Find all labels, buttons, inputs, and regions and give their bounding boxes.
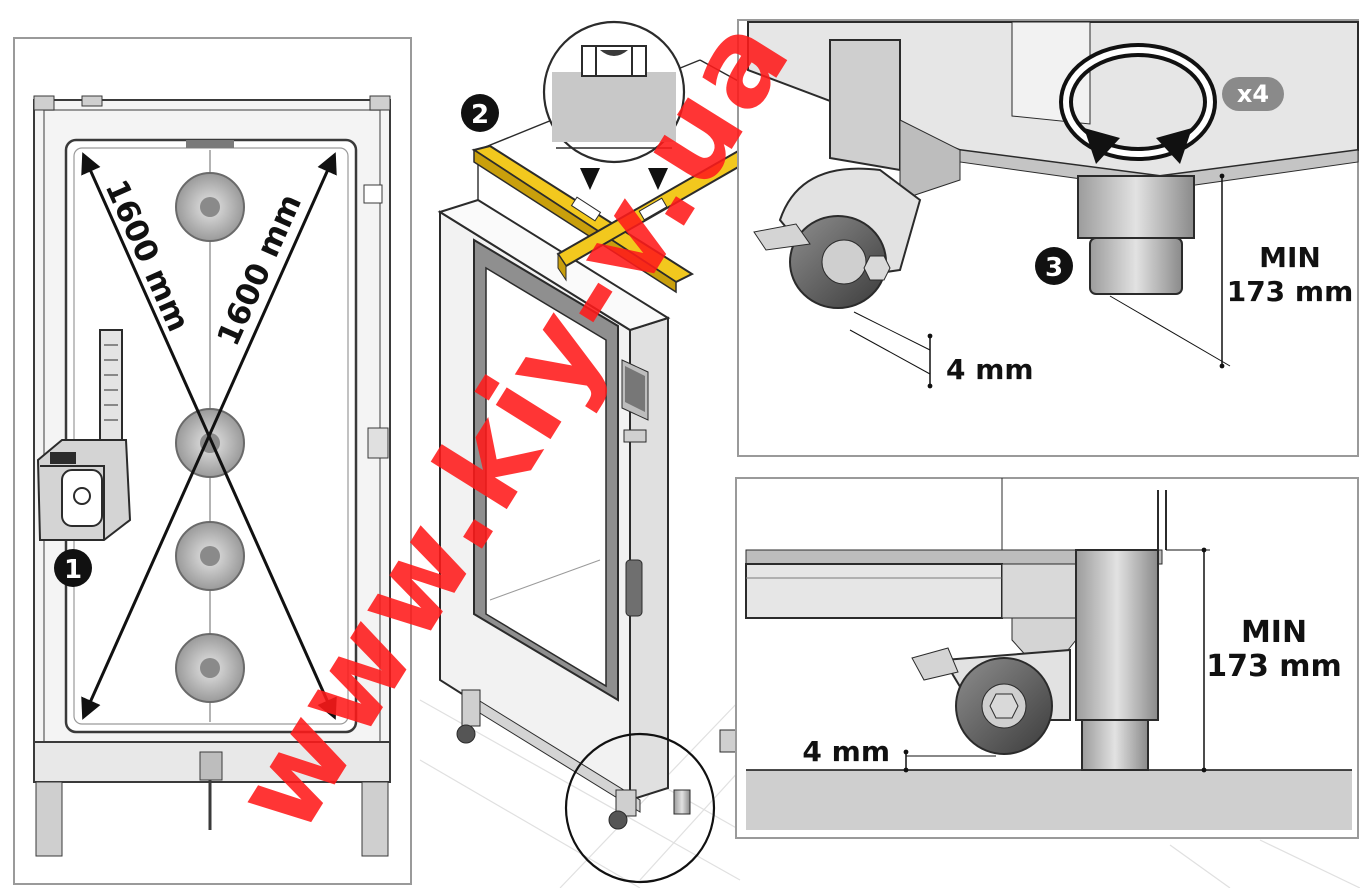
svg-text:3: 3 xyxy=(1045,253,1063,283)
measuring-tape-icon xyxy=(36,329,132,541)
fan-icon xyxy=(175,172,245,242)
panel-diagonal-check: 1600 mm 1600 mm 1 xyxy=(13,37,412,885)
bottom-min-label: MIN xyxy=(1241,615,1307,650)
bottom-gap-label: 4 mm xyxy=(802,735,890,768)
caster-wheel-icon xyxy=(753,167,922,309)
top-min-label: MIN xyxy=(1259,241,1321,274)
step-1-badge: 1 xyxy=(54,549,92,587)
multiplier-badge: x4 xyxy=(1222,77,1284,111)
rotate-arrow-icon xyxy=(1059,43,1217,164)
adjustable-foot-icon xyxy=(1075,549,1159,771)
bottom-min-value: 173 mm xyxy=(1206,649,1342,684)
spirit-level-icon xyxy=(556,148,741,282)
top-min-value: 173 mm xyxy=(1227,275,1354,308)
fan-icon xyxy=(175,408,245,478)
svg-text:1: 1 xyxy=(64,555,82,585)
top-gap-label: 4 mm xyxy=(946,353,1034,386)
fan-icon xyxy=(175,633,245,703)
panel-foot-adjust: x4 3 4 mm MIN 173 mm xyxy=(737,19,1359,457)
panel-side-profile: 4 mm MIN 173 mm xyxy=(735,477,1359,839)
svg-text:2: 2 xyxy=(471,100,489,130)
caster-detail-circle xyxy=(564,732,716,884)
floor-surface xyxy=(746,770,1352,830)
level-bubble-magnifier xyxy=(542,20,686,164)
svg-text:x4: x4 xyxy=(1237,80,1269,108)
step-3-badge: 3 xyxy=(1035,247,1073,285)
diagonal-line-right xyxy=(81,152,337,720)
caster-wheel-icon xyxy=(911,617,1077,755)
fan-icon xyxy=(175,521,245,591)
step-2-badge: 2 xyxy=(461,94,499,132)
panel-level-check: 2 xyxy=(419,20,1360,888)
adjustable-foot-icon xyxy=(1077,175,1195,295)
